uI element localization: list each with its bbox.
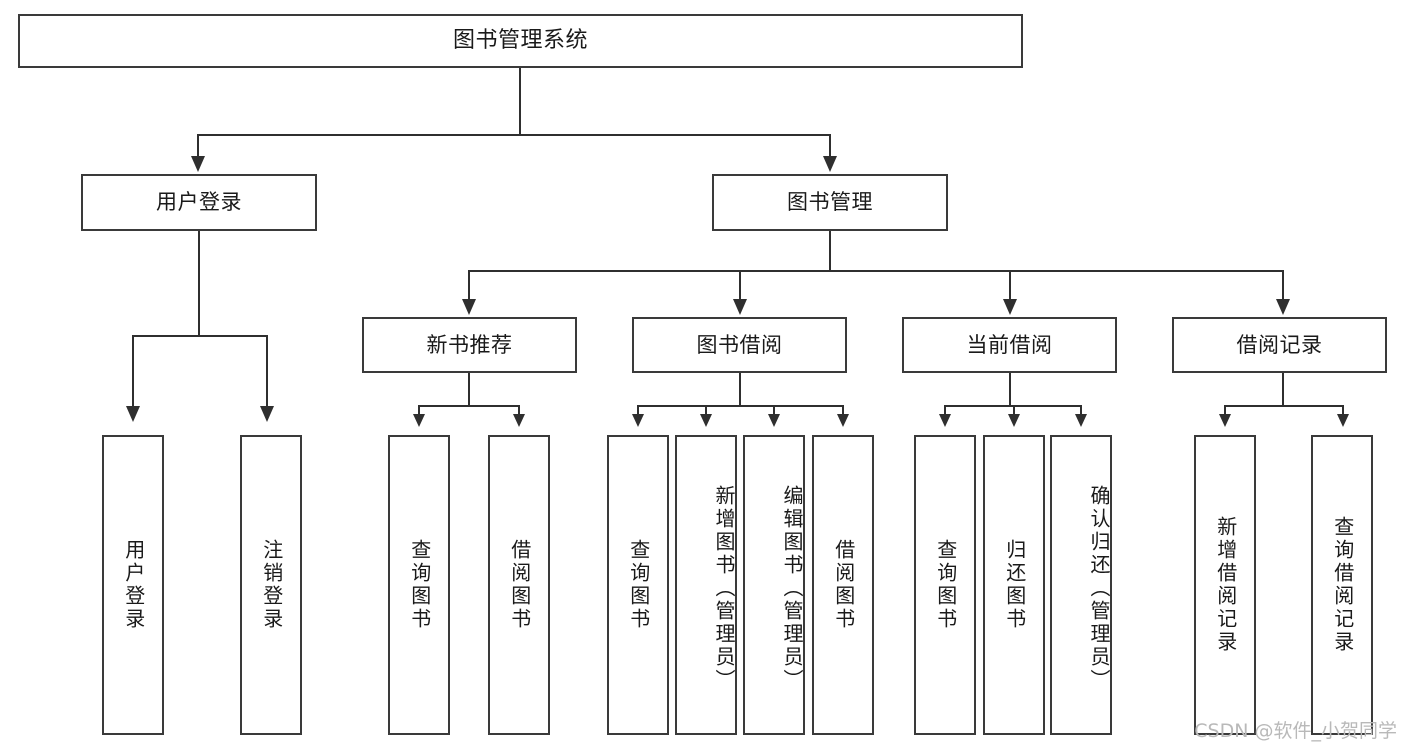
node-label: 用户登录 [156,190,242,215]
leaf-add-book-admin[interactable]: 新增图书（管理员） [675,435,737,735]
connector-new-book-bus [418,405,519,407]
arrow-to-new-book-recommend [462,299,476,315]
connector-level2-leg-left [197,134,199,160]
connector-level3-bus [468,270,1284,272]
csdn-watermark: CSDN @软件_小贺同学 [1194,720,1397,742]
connector-new-book-leg-2 [518,405,520,417]
arrow-to-query-borrow-record [1337,414,1349,427]
connector-current-borrow-leg-2 [1013,405,1015,417]
arrow-to-confirm-return [1075,414,1087,427]
connector-user-login-bus [132,335,267,337]
node-label: 借阅图书 [507,539,532,631]
connector-borrow-record-leg-1 [1224,405,1226,417]
connector-user-login-leg-2 [266,335,268,410]
connector-new-book-leg-1 [418,405,420,417]
arrow-to-user-login [191,156,205,172]
connector-borrow-record-bus [1224,405,1343,407]
node-label: 图书管理系统 [452,28,588,54]
node-user-login[interactable]: 用户登录 [81,174,317,231]
arrow-to-book-borrow [733,299,747,315]
leaf-user-login[interactable]: 用户登录 [102,435,164,735]
arrow-to-query-book-3 [939,414,951,427]
leaf-logout[interactable]: 注销登录 [240,435,302,735]
arrow-to-borrow-record [1276,299,1290,315]
connector-level3-leg-1 [468,270,470,302]
connector-borrow-record-leg-2 [1342,405,1344,417]
connector-book-borrow-leg-3 [773,405,775,417]
node-label: 借阅记录 [1236,332,1323,357]
node-label: 新书推荐 [426,332,513,357]
leaf-query-book-current[interactable]: 查询图书 [914,435,976,735]
connector-level3-leg-2 [739,270,741,302]
leaf-add-borrow-record[interactable]: 新增借阅记录 [1194,435,1256,735]
connector-borrow-record-stem [1282,373,1284,407]
arrow-to-return-book [1008,414,1020,427]
arrow-to-borrow-book-1 [513,414,525,427]
connector-current-borrow-leg-3 [1080,405,1082,417]
node-label: 查询图书 [933,539,958,631]
leaf-query-book-borrow[interactable]: 查询图书 [607,435,669,735]
connector-current-borrow-leg-1 [944,405,946,417]
connector-current-borrow-bus [944,405,1081,407]
leaf-return-book[interactable]: 归还图书 [983,435,1045,735]
leaf-borrow-book[interactable]: 借阅图书 [812,435,874,735]
node-label: 当前借阅 [966,332,1053,357]
arrow-to-add-book [700,414,712,427]
node-label: 图书借阅 [696,332,783,357]
node-label: 注销登录 [259,539,284,631]
arrow-to-query-book-2 [632,414,644,427]
connector-root-stem [519,68,521,135]
node-label: 查询图书 [407,539,432,631]
leaf-query-book-recommend[interactable]: 查询图书 [388,435,450,735]
node-book-management[interactable]: 图书管理 [712,174,948,231]
node-label: 确认归还（管理员） [1087,484,1111,692]
node-new-book-recommend[interactable]: 新书推荐 [362,317,577,373]
connector-book-borrow-leg-1 [637,405,639,417]
connector-book-borrow-leg-2 [705,405,707,417]
node-label: 归还图书 [1002,539,1027,631]
connector-level2-bus [198,134,831,136]
node-borrow-record[interactable]: 借阅记录 [1172,317,1387,373]
arrow-to-add-borrow-record [1219,414,1231,427]
node-label: 图书管理 [787,190,873,215]
connector-level3-leg-3 [1009,270,1011,302]
connector-current-borrow-stem [1009,373,1011,407]
arrow-to-logout-leaf [260,406,274,422]
leaf-borrow-book-recommend[interactable]: 借阅图书 [488,435,550,735]
node-book-borrow[interactable]: 图书借阅 [632,317,847,373]
leaf-query-borrow-record[interactable]: 查询借阅记录 [1311,435,1373,735]
node-label: 用户登录 [121,539,146,631]
connector-level2-leg-right [829,134,831,160]
arrow-to-user-login-leaf [126,406,140,422]
leaf-edit-book-admin[interactable]: 编辑图书（管理员） [743,435,805,735]
arrow-to-borrow-book-2 [837,414,849,427]
connector-book-management-stem [829,231,831,272]
arrow-to-current-borrow [1003,299,1017,315]
leaf-confirm-return-admin[interactable]: 确认归还（管理员） [1050,435,1112,735]
connector-level3-leg-4 [1282,270,1284,302]
node-label: 查询借阅记录 [1330,516,1355,654]
node-label: 借阅图书 [831,539,856,631]
connector-new-book-stem [468,373,470,407]
node-label: 查询图书 [626,539,651,631]
node-current-borrow[interactable]: 当前借阅 [902,317,1117,373]
arrow-to-edit-book [768,414,780,427]
connector-user-login-leg-1 [132,335,134,410]
connector-book-borrow-bus [637,405,843,407]
node-root-book-management-system[interactable]: 图书管理系统 [18,14,1023,68]
node-label: 新增图书（管理员） [712,484,736,692]
node-label: 新增借阅记录 [1213,516,1238,654]
node-label: 编辑图书（管理员） [780,484,804,692]
arrow-to-book-management [823,156,837,172]
connector-book-borrow-leg-4 [842,405,844,417]
arrow-to-query-book-1 [413,414,425,427]
connector-user-login-stem [198,231,200,336]
connector-book-borrow-stem [739,373,741,407]
